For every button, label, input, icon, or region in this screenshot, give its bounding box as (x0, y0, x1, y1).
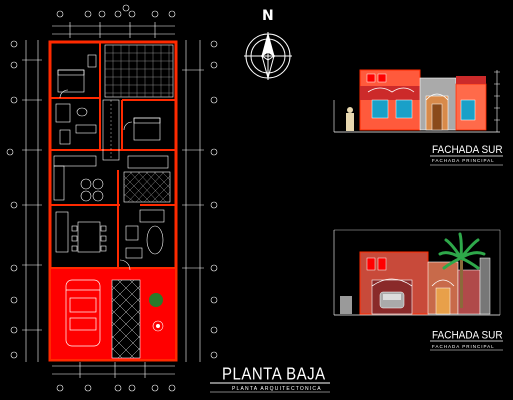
dimension-lines-top (52, 4, 176, 38)
person-icon (346, 107, 354, 131)
bathroom (55, 103, 97, 145)
elevation-1-drawing (333, 69, 500, 133)
exterior-walls (48, 40, 178, 362)
plan-title: PLANTA BAJA (222, 364, 326, 385)
north-label: N (262, 8, 274, 24)
dimension-lines-right (182, 40, 218, 362)
plant-icon (149, 293, 164, 332)
elevation-2-title: FACHADA SUR (432, 329, 503, 342)
entrance-door (119, 259, 131, 271)
living-room (125, 225, 164, 259)
walkway-hatch (111, 279, 141, 359)
dimension-lines-left (6, 40, 42, 362)
patio-hatch (104, 44, 174, 98)
elevation-1-subtitle: FACHADA PRINCIPAL (432, 158, 495, 163)
dimension-lines-bottom (52, 362, 176, 392)
interior-walls (50, 42, 176, 269)
elevation-2-subtitle: FACHADA PRINCIPAL (432, 344, 495, 349)
bedroom-1 (57, 54, 97, 99)
bedroom-2 (123, 117, 161, 141)
car-front-icon (379, 291, 405, 309)
elevation-2-drawing (333, 229, 501, 316)
kitchen (53, 155, 169, 223)
patio-diamond-hatch (123, 171, 171, 203)
palm-tree-icon (438, 232, 486, 308)
elevation-1-title: FACHADA SUR (432, 144, 503, 157)
plan-subtitle: PLANTA ARQUITECTONICA (232, 386, 322, 392)
north-arrow-icon (244, 32, 292, 80)
car-icon (65, 279, 101, 347)
dining-room (55, 211, 107, 253)
floor-plan (6, 4, 218, 392)
